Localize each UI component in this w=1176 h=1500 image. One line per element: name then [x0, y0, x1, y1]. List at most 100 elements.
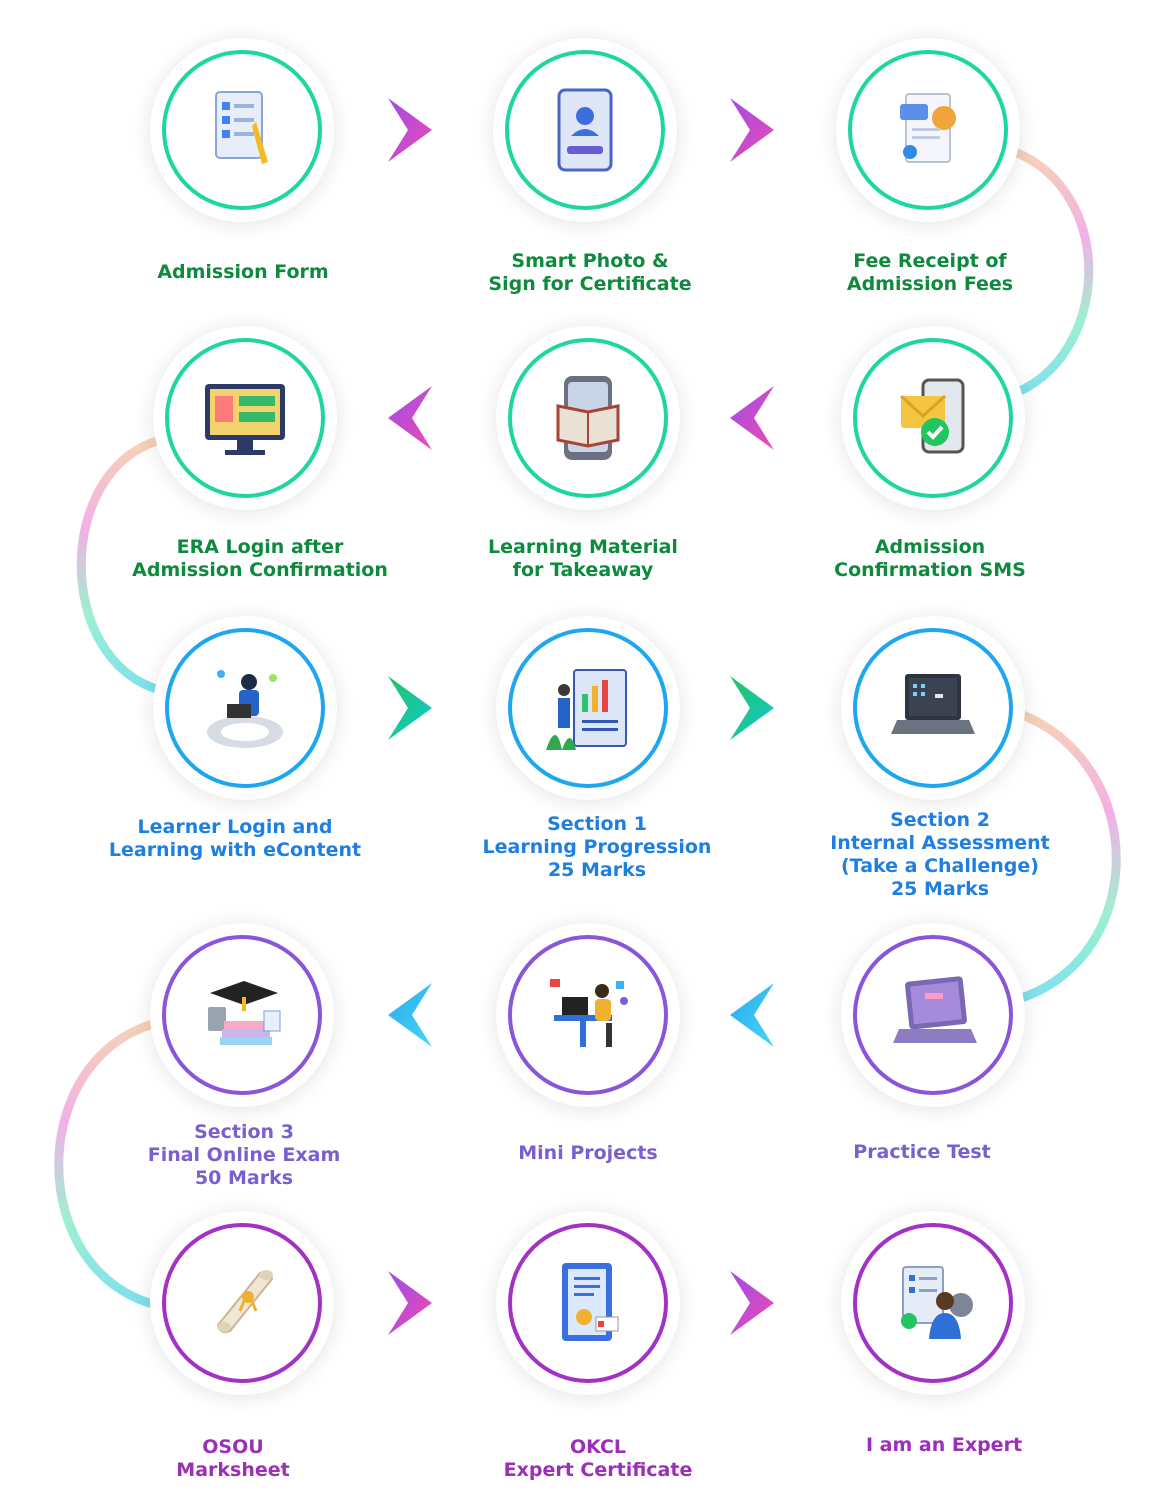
step-label-11: Mini Projects	[438, 1142, 738, 1165]
curve-connector-2	[76, 435, 165, 695]
step-label-line: 50 Marks	[194, 1167, 294, 1189]
step-label-line: Admission	[874, 536, 986, 558]
monitor-login-icon	[197, 370, 293, 466]
step-node-2	[505, 50, 665, 210]
step-label-line: (Take a Challenge)	[841, 855, 1039, 877]
step-label-line: Practice Test	[853, 1141, 991, 1163]
laptop-test-icon	[885, 967, 981, 1063]
id-card-icon	[537, 82, 633, 178]
chevron-left-icon	[730, 386, 774, 450]
chevron-right-icon	[388, 98, 432, 162]
step-label-line: Marksheet	[176, 1459, 290, 1481]
step-ring	[853, 935, 1013, 1095]
step-label-line: Admission Fees	[846, 273, 1014, 295]
step-label-line: Mini Projects	[518, 1142, 658, 1164]
chevron-left-icon	[388, 386, 432, 450]
desk-project-icon	[540, 967, 636, 1063]
step-label-line: Section 2	[890, 809, 990, 831]
step-ring	[165, 338, 325, 498]
step-label-line: 25 Marks	[890, 878, 990, 900]
receipt-icon	[880, 82, 976, 178]
step-label-line: Expert Certificate	[503, 1459, 693, 1481]
step-label-15: I am an Expert	[794, 1434, 1094, 1457]
step-ring	[848, 50, 1008, 210]
step-label-2: Smart Photo &Sign for Certificate	[440, 250, 740, 296]
step-label-line: I am an Expert	[865, 1434, 1023, 1456]
step-node-4	[853, 338, 1013, 498]
scroll-marksheet-icon	[194, 1255, 290, 1351]
step-label-line: Section 3	[194, 1121, 294, 1143]
step-ring	[853, 628, 1013, 788]
step-label-line: Admission Form	[157, 261, 329, 283]
step-label-line: ERA Login after	[176, 536, 344, 558]
step-ring	[162, 1223, 322, 1383]
graduation-books-icon	[194, 967, 290, 1063]
step-label-line: Learning Progression	[482, 836, 712, 858]
step-label-line: Sign for Certificate	[488, 273, 692, 295]
laptop-icon	[885, 660, 981, 756]
step-label-10: Practice Test	[772, 1141, 1072, 1164]
step-label-line: Learning with eContent	[108, 839, 362, 861]
step-node-14	[508, 1223, 668, 1383]
step-ring	[162, 50, 322, 210]
chevron-left-icon	[388, 983, 432, 1047]
step-ring	[853, 338, 1013, 498]
step-label-line: for Takeaway	[512, 559, 654, 581]
step-ring	[162, 935, 322, 1095]
chevron-right-icon	[730, 676, 774, 740]
certificate-icon	[540, 1255, 636, 1351]
step-ring	[508, 338, 668, 498]
step-node-15	[853, 1223, 1013, 1383]
step-node-9	[853, 628, 1013, 788]
curve-connector-4	[54, 1017, 165, 1311]
step-node-7	[165, 628, 325, 788]
curve-connector-3	[1010, 707, 1121, 1005]
step-label-line: 25 Marks	[547, 859, 647, 881]
step-node-13	[162, 1223, 322, 1383]
step-label-line: OSOU	[202, 1436, 264, 1458]
step-label-line: Smart Photo &	[511, 250, 669, 272]
curve-connector-1	[1005, 145, 1094, 400]
step-ring	[508, 1223, 668, 1383]
step-node-8	[508, 628, 668, 788]
step-ring	[505, 50, 665, 210]
tablet-book-icon	[540, 370, 636, 466]
expert-person-icon	[885, 1255, 981, 1351]
chevron-right-icon	[388, 676, 432, 740]
step-label-line: Learner Login and	[137, 816, 333, 838]
step-node-10	[853, 935, 1013, 1095]
sms-envelope-icon	[885, 370, 981, 466]
step-label-line: Section 1	[547, 813, 647, 835]
step-ring	[853, 1223, 1013, 1383]
step-node-3	[848, 50, 1008, 210]
step-node-12	[162, 935, 322, 1095]
step-label-line: OKCL	[569, 1436, 627, 1458]
step-ring	[508, 935, 668, 1095]
step-node-6	[165, 338, 325, 498]
chevron-left-icon	[730, 983, 774, 1047]
learner-laptop-icon	[197, 660, 293, 756]
step-label-line: Confirmation SMS	[834, 559, 1026, 581]
step-node-11	[508, 935, 668, 1095]
step-label-line: Admission Confirmation	[132, 559, 388, 581]
step-label-line: Learning Material	[488, 536, 678, 558]
step-label-1: Admission Form	[93, 261, 393, 284]
chevron-right-icon	[388, 1271, 432, 1335]
progress-board-icon	[540, 660, 636, 756]
step-node-5	[508, 338, 668, 498]
step-ring	[165, 628, 325, 788]
step-label-line: Internal Assessment	[830, 832, 1050, 854]
chevron-right-icon	[730, 98, 774, 162]
chevron-right-icon	[730, 1271, 774, 1335]
step-ring	[508, 628, 668, 788]
